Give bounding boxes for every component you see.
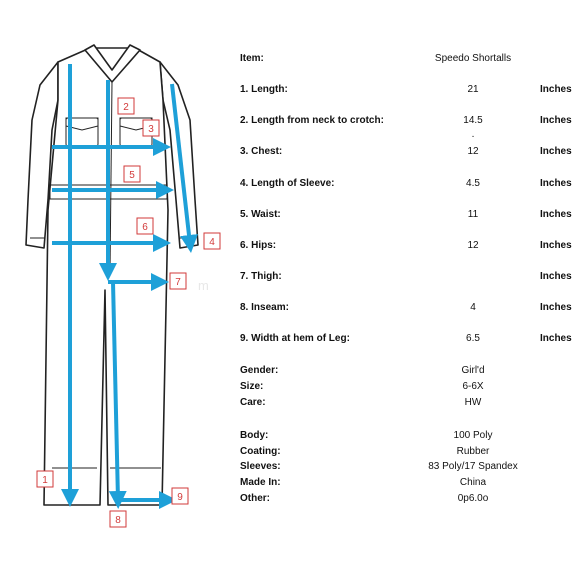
svg-text:8: 8: [115, 515, 121, 526]
callout-6: 6: [136, 217, 154, 235]
measure-value-chest: 12: [467, 146, 479, 157]
item-label: Item:: [240, 53, 264, 64]
measure-unit-hem-width: Inches: [540, 333, 572, 344]
callout-4: 4: [203, 232, 221, 250]
measure-unit-hips: Inches: [540, 240, 572, 251]
callout-2: 2: [117, 97, 135, 115]
material-label-body: Body:: [240, 430, 269, 441]
stray-mark: .: [471, 129, 475, 140]
measure-label-neck-to-crotch: 2. Length from neck to crotch:: [240, 115, 384, 126]
measure-unit-length: Inches: [540, 84, 572, 95]
measure-label-chest: 3. Chest:: [240, 146, 283, 157]
left-sleeve: [25, 61, 59, 249]
measure-value-hem-width: 6.5: [466, 333, 480, 344]
svg-text:5: 5: [129, 170, 135, 181]
arrow-sleeve: [170, 83, 198, 253]
measure-label-sleeve: 4. Length of Sleeve:: [240, 178, 335, 189]
material-label-other: Other:: [240, 493, 270, 504]
detail-label-size: Size:: [240, 381, 264, 392]
measure-label-inseam: 8. Inseam:: [240, 302, 289, 313]
measure-label-hips: 6. Hips:: [240, 240, 277, 251]
measure-value-length: 21: [467, 84, 479, 95]
svg-text:9: 9: [177, 492, 183, 503]
material-label-sleeves: Sleeves:: [240, 461, 281, 472]
callout-9: 9: [171, 487, 189, 505]
coverall-diagram: m 1 2 3 4 5 6 7 8 9: [25, 44, 221, 528]
callout-1: 1: [36, 470, 54, 488]
callout-8: 8: [109, 510, 127, 528]
measure-unit-waist: Inches: [540, 209, 572, 220]
measure-value-hips: 12: [467, 240, 479, 251]
detail-value-gender: Girl'd: [461, 365, 485, 376]
measure-unit-inseam: Inches: [540, 302, 572, 313]
material-value-sleeves: 83 Poly/17 Spandex: [428, 461, 518, 472]
material-value-other: 0p6.0o: [457, 493, 489, 504]
svg-text:4: 4: [209, 237, 215, 248]
measure-value-waist: 11: [467, 209, 479, 220]
measure-value-inseam: 4: [470, 302, 476, 313]
item-value: Speedo Shortalls: [434, 53, 512, 64]
detail-label-gender: Gender:: [240, 365, 279, 376]
measure-unit-chest: Inches: [540, 146, 572, 157]
material-label-made-in: Made In:: [240, 477, 281, 488]
callout-7: 7: [169, 272, 187, 290]
material-value-coating: Rubber: [456, 446, 490, 457]
detail-label-care: Care:: [240, 397, 266, 408]
measure-label-thigh: 7. Thigh:: [240, 271, 282, 282]
material-label-coating: Coating:: [240, 446, 281, 457]
svg-text:3: 3: [148, 124, 154, 135]
measure-unit-sleeve: Inches: [540, 178, 572, 189]
material-value-body: 100 Poly: [453, 430, 493, 441]
measurement-arrows: [52, 64, 198, 509]
detail-value-care: HW: [464, 397, 482, 408]
callout-5: 5: [123, 165, 141, 183]
callout-3: 3: [142, 119, 160, 137]
arrow-inseam: [108, 281, 127, 509]
measure-label-length: 1. Length:: [240, 84, 288, 95]
svg-text:6: 6: [142, 222, 148, 233]
measure-label-hem-width: 9. Width at hem of Leg:: [240, 333, 350, 344]
measure-value-sleeve: 4.5: [466, 178, 480, 189]
detail-value-size: 6-6X: [462, 381, 484, 392]
material-value-made-in: China: [459, 477, 487, 488]
svg-text:1: 1: [42, 475, 48, 486]
measure-value-neck-to-crotch: 14.5: [463, 115, 483, 126]
measure-unit-thigh: Inches: [540, 271, 572, 282]
watermark: m: [198, 278, 209, 293]
svg-text:2: 2: [123, 102, 129, 113]
measure-unit-neck-to-crotch: Inches: [540, 115, 572, 126]
svg-text:7: 7: [175, 277, 181, 288]
measure-label-waist: 5. Waist:: [240, 209, 281, 220]
